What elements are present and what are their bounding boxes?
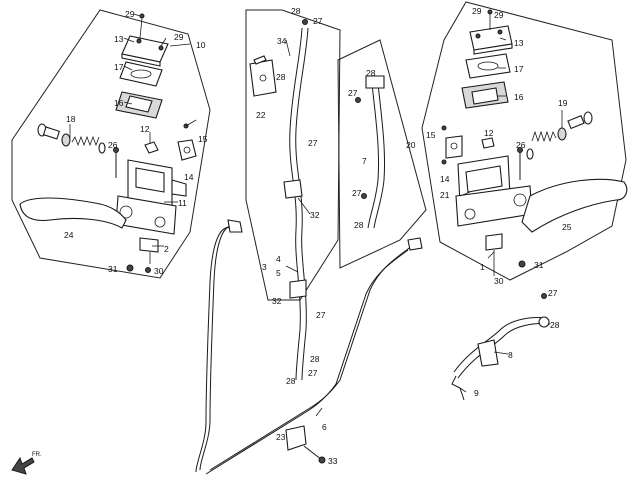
- right-reservoir-cap: [469, 9, 513, 55]
- label-27-e: 27: [348, 88, 358, 98]
- label-27-d: 27: [308, 368, 318, 378]
- label-28-f: 28: [354, 220, 364, 230]
- label-27-b: 27: [308, 138, 318, 148]
- label-28-g: 28: [550, 320, 560, 330]
- label-13-a: 13: [114, 34, 124, 44]
- label-9: 9: [474, 388, 479, 398]
- label-12-a: 12: [140, 124, 150, 134]
- label-6: 6: [322, 422, 327, 432]
- right-leader-lines: [459, 37, 563, 259]
- label-26-b: 26: [516, 140, 526, 150]
- label-27-g: 27: [548, 288, 558, 298]
- label-32-b: 32: [272, 296, 282, 306]
- label-16-b: 16: [514, 92, 524, 102]
- right-master-cylinder-group: [421, 1, 628, 281]
- right-small-hardware: [441, 125, 523, 180]
- right-brake-lever: [521, 178, 628, 233]
- label-28-top: 28: [291, 6, 301, 16]
- label-10: 10: [196, 40, 206, 50]
- label-15-a: 15: [198, 134, 208, 144]
- right-reservoir-plate: [465, 53, 511, 79]
- label-29-d: 29: [494, 10, 504, 20]
- brake-hose-right: [355, 75, 386, 229]
- front-direction-indicator: FR.: [11, 452, 42, 475]
- label-7: 7: [362, 156, 367, 166]
- part-labels: 29 13 29 10 17 16 18 12 15 26 14 11 24 2…: [64, 6, 572, 466]
- brake-hose-long: [283, 19, 309, 381]
- left-master-cylinder-group: [11, 9, 211, 279]
- label-14-b: 14: [440, 174, 450, 184]
- label-28-e: 28: [366, 68, 376, 78]
- brake-pipe: [195, 219, 423, 475]
- pipe-clamp: [285, 425, 326, 464]
- label-17-a: 17: [114, 62, 124, 72]
- left-reservoir-cap: [121, 13, 169, 67]
- right-switch-hardware: [485, 233, 526, 276]
- fr-label: FR.: [32, 452, 42, 458]
- label-14-a: 14: [184, 172, 194, 182]
- label-12-b: 12: [484, 128, 494, 138]
- label-2: 2: [164, 244, 169, 254]
- right-diaphragm: [461, 81, 509, 109]
- label-21: 21: [440, 190, 450, 200]
- label-34: 34: [277, 36, 287, 46]
- label-27-top: 27: [313, 16, 323, 26]
- label-30-a: 30: [154, 266, 164, 276]
- hose-bracket: [249, 55, 277, 97]
- left-brake-lever: [19, 197, 127, 229]
- label-24: 24: [64, 230, 74, 240]
- label-8: 8: [508, 350, 513, 360]
- center-group-frame: [245, 9, 341, 301]
- label-28-c: 28: [310, 354, 320, 364]
- right-piston-kit: [526, 111, 593, 160]
- right-master-cylinder-body: [455, 155, 533, 227]
- label-29-b: 29: [174, 32, 184, 42]
- label-16-a: 16: [114, 98, 124, 108]
- center-leader-lines: [285, 39, 509, 417]
- label-33: 33: [328, 456, 338, 466]
- label-26-a: 26: [108, 140, 118, 150]
- label-31-b: 31: [534, 260, 544, 270]
- left-small-hardware: [113, 119, 197, 178]
- label-19: 19: [558, 98, 568, 108]
- label-30-b: 30: [494, 276, 504, 286]
- label-5: 5: [276, 268, 281, 278]
- left-master-cylinder-body: [115, 159, 187, 235]
- label-3: 3: [262, 262, 267, 272]
- label-4: 4: [276, 254, 281, 264]
- center-hose-assembly: [195, 9, 551, 475]
- label-17-b: 17: [514, 64, 524, 74]
- label-18: 18: [66, 114, 76, 124]
- right-group-frame: [421, 1, 627, 281]
- label-13-b: 13: [514, 38, 524, 48]
- brake-hose-lower-right: [451, 293, 551, 401]
- left-group-frame: [11, 9, 211, 279]
- label-32-a: 32: [310, 210, 320, 220]
- left-piston-kit: [37, 123, 106, 154]
- label-23: 23: [276, 432, 286, 442]
- label-29-a: 29: [125, 9, 135, 19]
- label-20: 20: [406, 140, 416, 150]
- label-28-d: 28: [286, 376, 296, 386]
- left-switch-hardware: [126, 237, 159, 273]
- label-31-a: 31: [108, 264, 118, 274]
- arrow-icon: [11, 456, 35, 475]
- label-29-c: 29: [472, 6, 482, 16]
- label-15-b: 15: [426, 130, 436, 140]
- label-27-f: 27: [352, 188, 362, 198]
- center-right-frame: [337, 39, 427, 269]
- label-1: 1: [480, 262, 485, 272]
- left-reservoir-plate: [119, 61, 163, 87]
- label-11: 11: [178, 198, 187, 208]
- label-22: 22: [256, 110, 266, 120]
- label-28-b: 28: [276, 72, 286, 82]
- left-diaphragm: [115, 91, 163, 119]
- left-leader-lines: [69, 13, 191, 247]
- label-25: 25: [562, 222, 572, 232]
- label-27-c: 27: [316, 310, 326, 320]
